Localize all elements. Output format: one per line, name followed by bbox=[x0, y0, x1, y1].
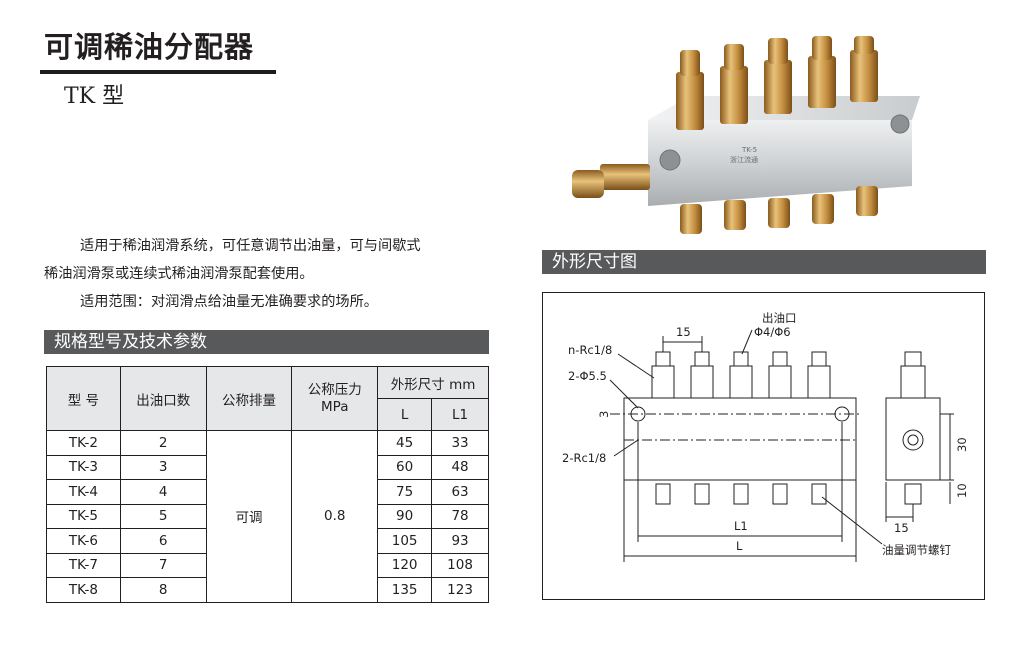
cell-L: 90 bbox=[377, 503, 433, 529]
table-row: TK-4 4 75 63 bbox=[46, 479, 489, 505]
spec-table: 型 号 出油口数 公称排量 公称压力 MPa 外形尺寸 mm L L1 TK-2… bbox=[46, 366, 489, 603]
dimension-drawing-frame bbox=[542, 292, 985, 600]
dim-outlet-size: Φ4/Φ6 bbox=[754, 325, 791, 339]
cell-L: 135 bbox=[377, 577, 433, 603]
cell-L: 60 bbox=[377, 454, 433, 480]
header-L: L bbox=[377, 398, 433, 431]
table-row: TK-6 6 105 93 bbox=[46, 528, 489, 554]
dim-screw-label: 油量调节螺钉 bbox=[882, 543, 951, 557]
cell-model: TK-7 bbox=[46, 552, 121, 578]
cell-outlets: 4 bbox=[119, 479, 207, 505]
dim-n-rc: n-Rc1/8 bbox=[568, 343, 612, 357]
cell-L: 75 bbox=[377, 479, 433, 505]
dim-side-rc: 2-Rc1/8 bbox=[562, 451, 606, 465]
header-displacement: 公称排量 bbox=[205, 366, 293, 431]
dimension-section-heading: 外形尺寸图 bbox=[542, 250, 986, 274]
cell-outlets: 3 bbox=[119, 454, 207, 480]
inlet-fitting bbox=[600, 164, 650, 190]
table-row: TK-7 7 120 108 bbox=[46, 552, 489, 578]
cell-model: TK-8 bbox=[46, 577, 121, 603]
cell-L1: 93 bbox=[431, 528, 489, 554]
cell-L1: 78 bbox=[431, 503, 489, 529]
cell-model: TK-2 bbox=[46, 430, 121, 456]
dim-offset: 3 bbox=[597, 411, 611, 418]
dim-L1: L1 bbox=[734, 519, 748, 533]
cell-outlets: 6 bbox=[119, 528, 207, 554]
block-front bbox=[648, 120, 912, 206]
description-line-3: 适用范围：对润滑点给油量无准确要求的场所。 bbox=[80, 294, 378, 310]
cell-L1: 48 bbox=[431, 454, 489, 480]
table-row: TK-8 8 135 123 bbox=[46, 577, 489, 603]
header-L1: L1 bbox=[431, 398, 489, 431]
dimension-drawing: 15 出油口 Φ4/Φ6 n-Rc1/8 2-Φ5.5 3 2-Rc1/8 L1… bbox=[562, 311, 969, 562]
page-subtitle: TK 型 bbox=[64, 84, 125, 109]
plate-maker-text: 浙江流通 bbox=[730, 155, 758, 164]
cell-outlets: 2 bbox=[119, 430, 207, 456]
header-pressure-unit: MPa bbox=[321, 398, 349, 415]
table-row: TK-5 5 90 78 bbox=[46, 503, 489, 529]
cell-L1: 108 bbox=[431, 552, 489, 578]
cell-L1: 33 bbox=[431, 430, 489, 456]
page-title: 可调稀油分配器 bbox=[44, 30, 255, 64]
dim-height: 30 bbox=[955, 437, 969, 452]
drawing-fittings bbox=[651, 351, 831, 399]
cell-model: TK-5 bbox=[46, 503, 121, 529]
header-outlets: 出油口数 bbox=[119, 366, 207, 431]
mount-hole bbox=[659, 149, 681, 171]
header-dimensions: 外形尺寸 mm bbox=[377, 366, 489, 399]
drawing-screws bbox=[655, 483, 827, 505]
cell-outlets: 7 bbox=[119, 552, 207, 578]
title-underline bbox=[40, 70, 276, 74]
cell-L1: 63 bbox=[431, 479, 489, 505]
cell-model: TK-6 bbox=[46, 528, 121, 554]
table-row: TK-2 2 可调 0.8 45 33 bbox=[46, 430, 489, 603]
adjusting-screws bbox=[680, 186, 878, 234]
block-outline bbox=[623, 397, 857, 481]
cell-displacement: 可调 bbox=[205, 430, 293, 603]
header-pressure-label: 公称压力 bbox=[307, 381, 362, 398]
cell-outlets: 8 bbox=[119, 577, 207, 603]
header-pressure: 公称压力 MPa bbox=[291, 366, 379, 431]
dim-L: L bbox=[736, 539, 743, 553]
mount-hole-left bbox=[630, 406, 646, 422]
dim-holes: 2-Φ5.5 bbox=[568, 369, 607, 383]
inlet-nut bbox=[572, 170, 604, 198]
dim-outlet-label: 出油口 bbox=[762, 311, 797, 325]
cell-model: TK-4 bbox=[46, 479, 121, 505]
cell-L: 120 bbox=[377, 552, 433, 578]
mount-hole bbox=[890, 114, 910, 134]
dim-lower: 10 bbox=[955, 483, 969, 498]
description-line-1: 适用于稀油润滑系统，可任意调节出油量，可与间歇式 bbox=[80, 238, 421, 254]
cell-pressure: 0.8 bbox=[291, 430, 379, 603]
dim-width: 15 bbox=[894, 521, 909, 535]
outlet-fittings bbox=[676, 36, 878, 130]
plate-model-text: TK-5 bbox=[741, 146, 757, 154]
cell-L1: 123 bbox=[431, 577, 489, 603]
dim-pitch: 15 bbox=[676, 325, 691, 339]
mount-hole-right bbox=[834, 406, 850, 422]
cell-model: TK-3 bbox=[46, 454, 121, 480]
product-photo: TK-5 浙江流通 bbox=[572, 36, 920, 234]
description-line-2: 稀油润滑泵或连续式稀油润滑泵配套使用。 bbox=[44, 266, 314, 282]
cell-L: 105 bbox=[377, 528, 433, 554]
cell-L: 45 bbox=[377, 430, 433, 456]
header-model: 型 号 bbox=[46, 366, 121, 431]
spec-section-heading: 规格型号及技术参数 bbox=[44, 330, 489, 354]
cell-outlets: 5 bbox=[119, 503, 207, 529]
side-view-block bbox=[885, 397, 941, 481]
